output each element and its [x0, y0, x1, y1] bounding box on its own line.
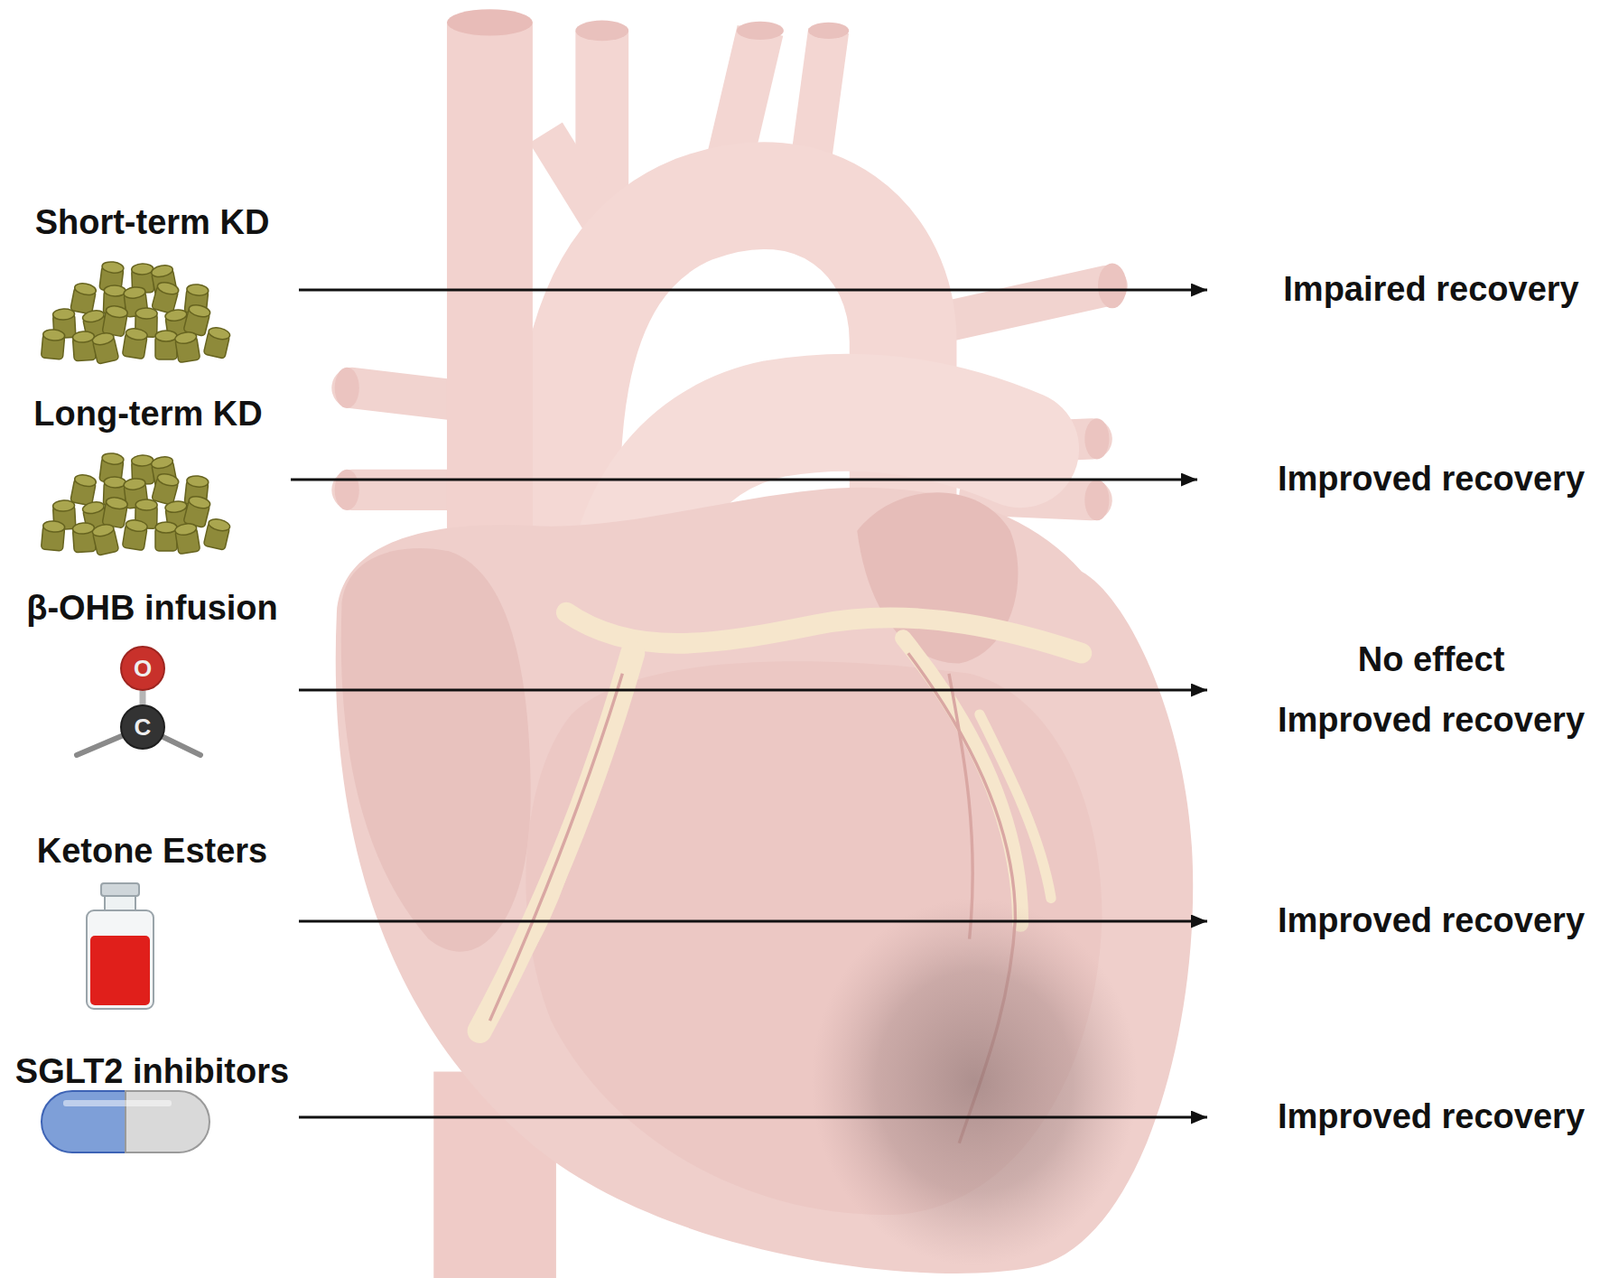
intervention-label: Ketone Esters — [37, 831, 269, 872]
atom-letter: O — [129, 653, 157, 683]
outcome-node: Improved recovery — [1207, 1097, 1595, 1137]
outcome-label: Improved recovery — [1277, 901, 1585, 941]
arrow-connector — [290, 478, 1198, 482]
outcome-label: Improved recovery — [1277, 700, 1585, 741]
pellet — [102, 495, 129, 529]
pellet — [174, 330, 201, 363]
atom-letter: C — [129, 712, 157, 742]
pellet — [183, 303, 212, 337]
heart — [334, 9, 1194, 1278]
outcome-node: Impaired recovery — [1207, 269, 1595, 310]
outcome-node: Improved recovery — [1207, 901, 1595, 941]
intervention-node: SGLT2 inhibitors — [5, 1051, 299, 1132]
outcome-node: Improved recovery — [1197, 459, 1595, 500]
pellet — [121, 326, 149, 359]
arrow-connector — [298, 688, 1208, 692]
outcome-label: No effect — [1358, 640, 1506, 680]
outcome-node: No effectImproved recovery — [1207, 640, 1595, 740]
intervention-label: Short-term KD — [35, 203, 270, 243]
pellet — [151, 471, 180, 505]
intervention-label: β-OHB infusion — [26, 588, 279, 629]
pellet — [91, 522, 120, 557]
intervention-node: Long-term KD — [5, 394, 291, 494]
pellet — [91, 331, 120, 365]
pellet — [203, 517, 232, 551]
pellet — [40, 520, 66, 551]
ketone-ester-bottle — [86, 883, 154, 1009]
pellet — [151, 279, 180, 314]
pellet — [155, 521, 177, 551]
arrow-connector — [298, 920, 1208, 923]
pellet — [203, 325, 232, 360]
pellet — [174, 521, 201, 554]
pellet — [102, 304, 129, 337]
outcome-label: Improved recovery — [1277, 1097, 1585, 1137]
pellet — [70, 281, 98, 315]
pellet — [72, 330, 96, 362]
intervention-label: SGLT2 inhibitors — [15, 1051, 289, 1092]
pellet — [40, 328, 66, 360]
intervention-node: Short-term KD — [5, 203, 299, 305]
bhb-molecule — [76, 646, 201, 755]
intervention-node: Ketone Esters — [5, 831, 299, 936]
intervention-node: β-OHB infusion — [5, 588, 299, 705]
pellet — [155, 330, 177, 360]
outcome-label: Impaired recovery — [1283, 269, 1579, 310]
sglt2-pill — [41, 1090, 210, 1153]
arrow-connector — [298, 288, 1208, 292]
outcome-label: Improved recovery — [1277, 459, 1585, 500]
arrow-connector — [298, 1116, 1208, 1119]
intervention-label: Long-term KD — [33, 394, 262, 435]
pellet — [183, 494, 212, 529]
pellet — [72, 521, 96, 553]
pellet — [70, 473, 98, 506]
pellet — [121, 518, 149, 550]
